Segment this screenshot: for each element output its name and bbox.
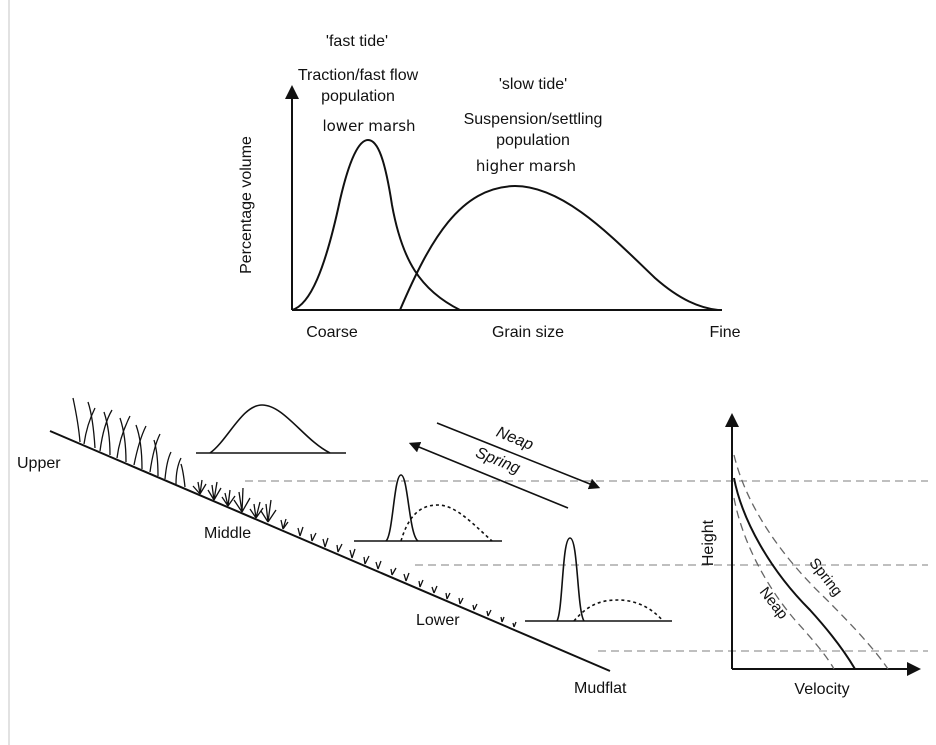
velocity-profile-chart: Height Velocity Spring Neap bbox=[700, 413, 921, 698]
traction-label-line1: Traction/fast flow bbox=[298, 67, 419, 84]
neap-curve-label: Neap bbox=[756, 584, 791, 623]
suspension-population-curve bbox=[399, 184, 719, 311]
lower-marsh-label: lower marsh bbox=[322, 117, 415, 135]
tall-grass-icon bbox=[72, 397, 186, 488]
mudflat-zone-label: Mudflat bbox=[574, 680, 627, 697]
spring-velocity-curve bbox=[733, 454, 889, 670]
spring-curve-label: Spring bbox=[806, 555, 846, 600]
x-axis-label: Grain size bbox=[492, 324, 564, 341]
marsh-slope-line bbox=[49, 430, 611, 672]
velocity-axis-label: Velocity bbox=[794, 681, 849, 698]
neap-arrow-label: Neap bbox=[494, 424, 536, 454]
low-vegetation-icon bbox=[297, 526, 517, 628]
middle-marsh-distribution bbox=[354, 474, 502, 542]
tuft-grass-icon bbox=[192, 479, 289, 530]
suspension-label-line1: Suspension/settling bbox=[464, 111, 603, 128]
higher-marsh-label: higher marsh bbox=[476, 157, 576, 175]
lower-zone-label: Lower bbox=[416, 612, 460, 629]
mean-velocity-curve bbox=[733, 477, 856, 670]
middle-zone-label: Middle bbox=[204, 525, 251, 542]
upper-marsh-distribution bbox=[196, 404, 346, 454]
traction-label-line2: population bbox=[321, 88, 395, 105]
height-axis-label: Height bbox=[700, 519, 717, 566]
grain-size-chart: 'fast tide' Traction/fast flow populatio… bbox=[238, 33, 741, 341]
slow-tide-label: 'slow tide' bbox=[499, 76, 567, 93]
neap-arrow bbox=[436, 422, 601, 490]
traction-population-curve bbox=[291, 138, 461, 311]
lower-marsh-distribution bbox=[525, 537, 672, 622]
x-tick-fine: Fine bbox=[709, 324, 740, 341]
fast-tide-label: 'fast tide' bbox=[326, 33, 388, 50]
marsh-profile: Neap Spring Upper Middle Lower Mudflat bbox=[17, 397, 928, 697]
upper-zone-label: Upper bbox=[17, 455, 61, 472]
spring-arrow bbox=[408, 441, 569, 509]
y-axis-label: Percentage volume bbox=[238, 136, 255, 274]
neap-velocity-curve bbox=[733, 497, 835, 670]
x-tick-coarse: Coarse bbox=[306, 324, 358, 341]
suspension-label-line2: population bbox=[496, 132, 570, 149]
